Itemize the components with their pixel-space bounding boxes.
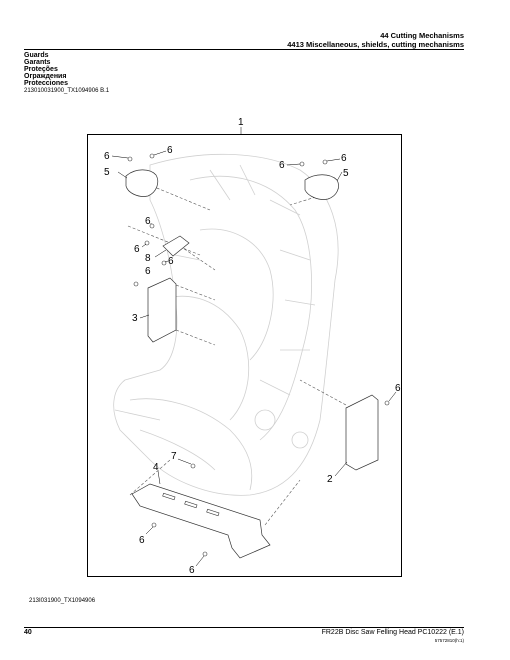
figure-frame xyxy=(87,134,402,577)
callout-2: 2 xyxy=(327,474,333,485)
section-title: 44 Cutting Mechanisms xyxy=(380,31,464,40)
callout-6-d: 6 xyxy=(341,153,347,164)
callout-6-j: 6 xyxy=(139,535,145,546)
title-spanish: Protecciones xyxy=(24,80,68,87)
callout-6-e: 6 xyxy=(145,216,151,227)
cover-right xyxy=(304,174,339,200)
callout-6-b: 6 xyxy=(167,145,173,156)
callout-8: 8 xyxy=(145,253,151,264)
shield-right xyxy=(345,394,379,471)
callout-3: 3 xyxy=(132,313,138,324)
footer-document-title: FR22B Disc Saw Felling Head PC10222 (E.1… xyxy=(321,629,464,636)
bolt-icons xyxy=(127,153,390,557)
plate-part-8 xyxy=(162,235,190,257)
section-subtitle: 4413 Miscellaneous, shields, cutting mec… xyxy=(287,40,464,49)
callout-5-left: 5 xyxy=(104,167,110,178)
callout-6-a: 6 xyxy=(104,151,110,162)
callout-6-h: 6 xyxy=(145,266,151,277)
footer-code: 57572810(h:1) xyxy=(434,638,464,643)
callout-7: 7 xyxy=(171,451,177,462)
title-english: Guards xyxy=(24,52,49,59)
footer-divider xyxy=(24,627,464,628)
page-number: 40 xyxy=(24,629,32,636)
title-portuguese: Proteções xyxy=(24,66,58,73)
callout-4: 4 xyxy=(153,462,159,473)
cover-left xyxy=(125,169,159,197)
callout-6-k: 6 xyxy=(189,565,195,576)
callout-6-g: 6 xyxy=(168,256,174,267)
header-divider xyxy=(24,49,464,50)
figure-id: 213010031900_TX1094906 B.1 xyxy=(24,88,110,94)
callout-6-f: 6 xyxy=(134,244,140,255)
callout-leaders xyxy=(111,127,397,567)
exploded-view-leaders xyxy=(127,185,347,526)
title-russian: Ограждения xyxy=(24,73,67,80)
guard-bottom xyxy=(131,483,271,559)
callout-6-i: 6 xyxy=(395,383,401,394)
callout-5-right: 5 xyxy=(343,168,349,179)
callout-1: 1 xyxy=(238,117,244,128)
callout-6-c: 6 xyxy=(279,160,285,171)
guard-slots xyxy=(162,492,220,517)
felling-head-body xyxy=(113,153,339,496)
title-french: Garants xyxy=(24,59,51,66)
figure-id-bottom: 213I031900_TX1094906 xyxy=(29,598,96,604)
shield-left xyxy=(147,277,177,343)
